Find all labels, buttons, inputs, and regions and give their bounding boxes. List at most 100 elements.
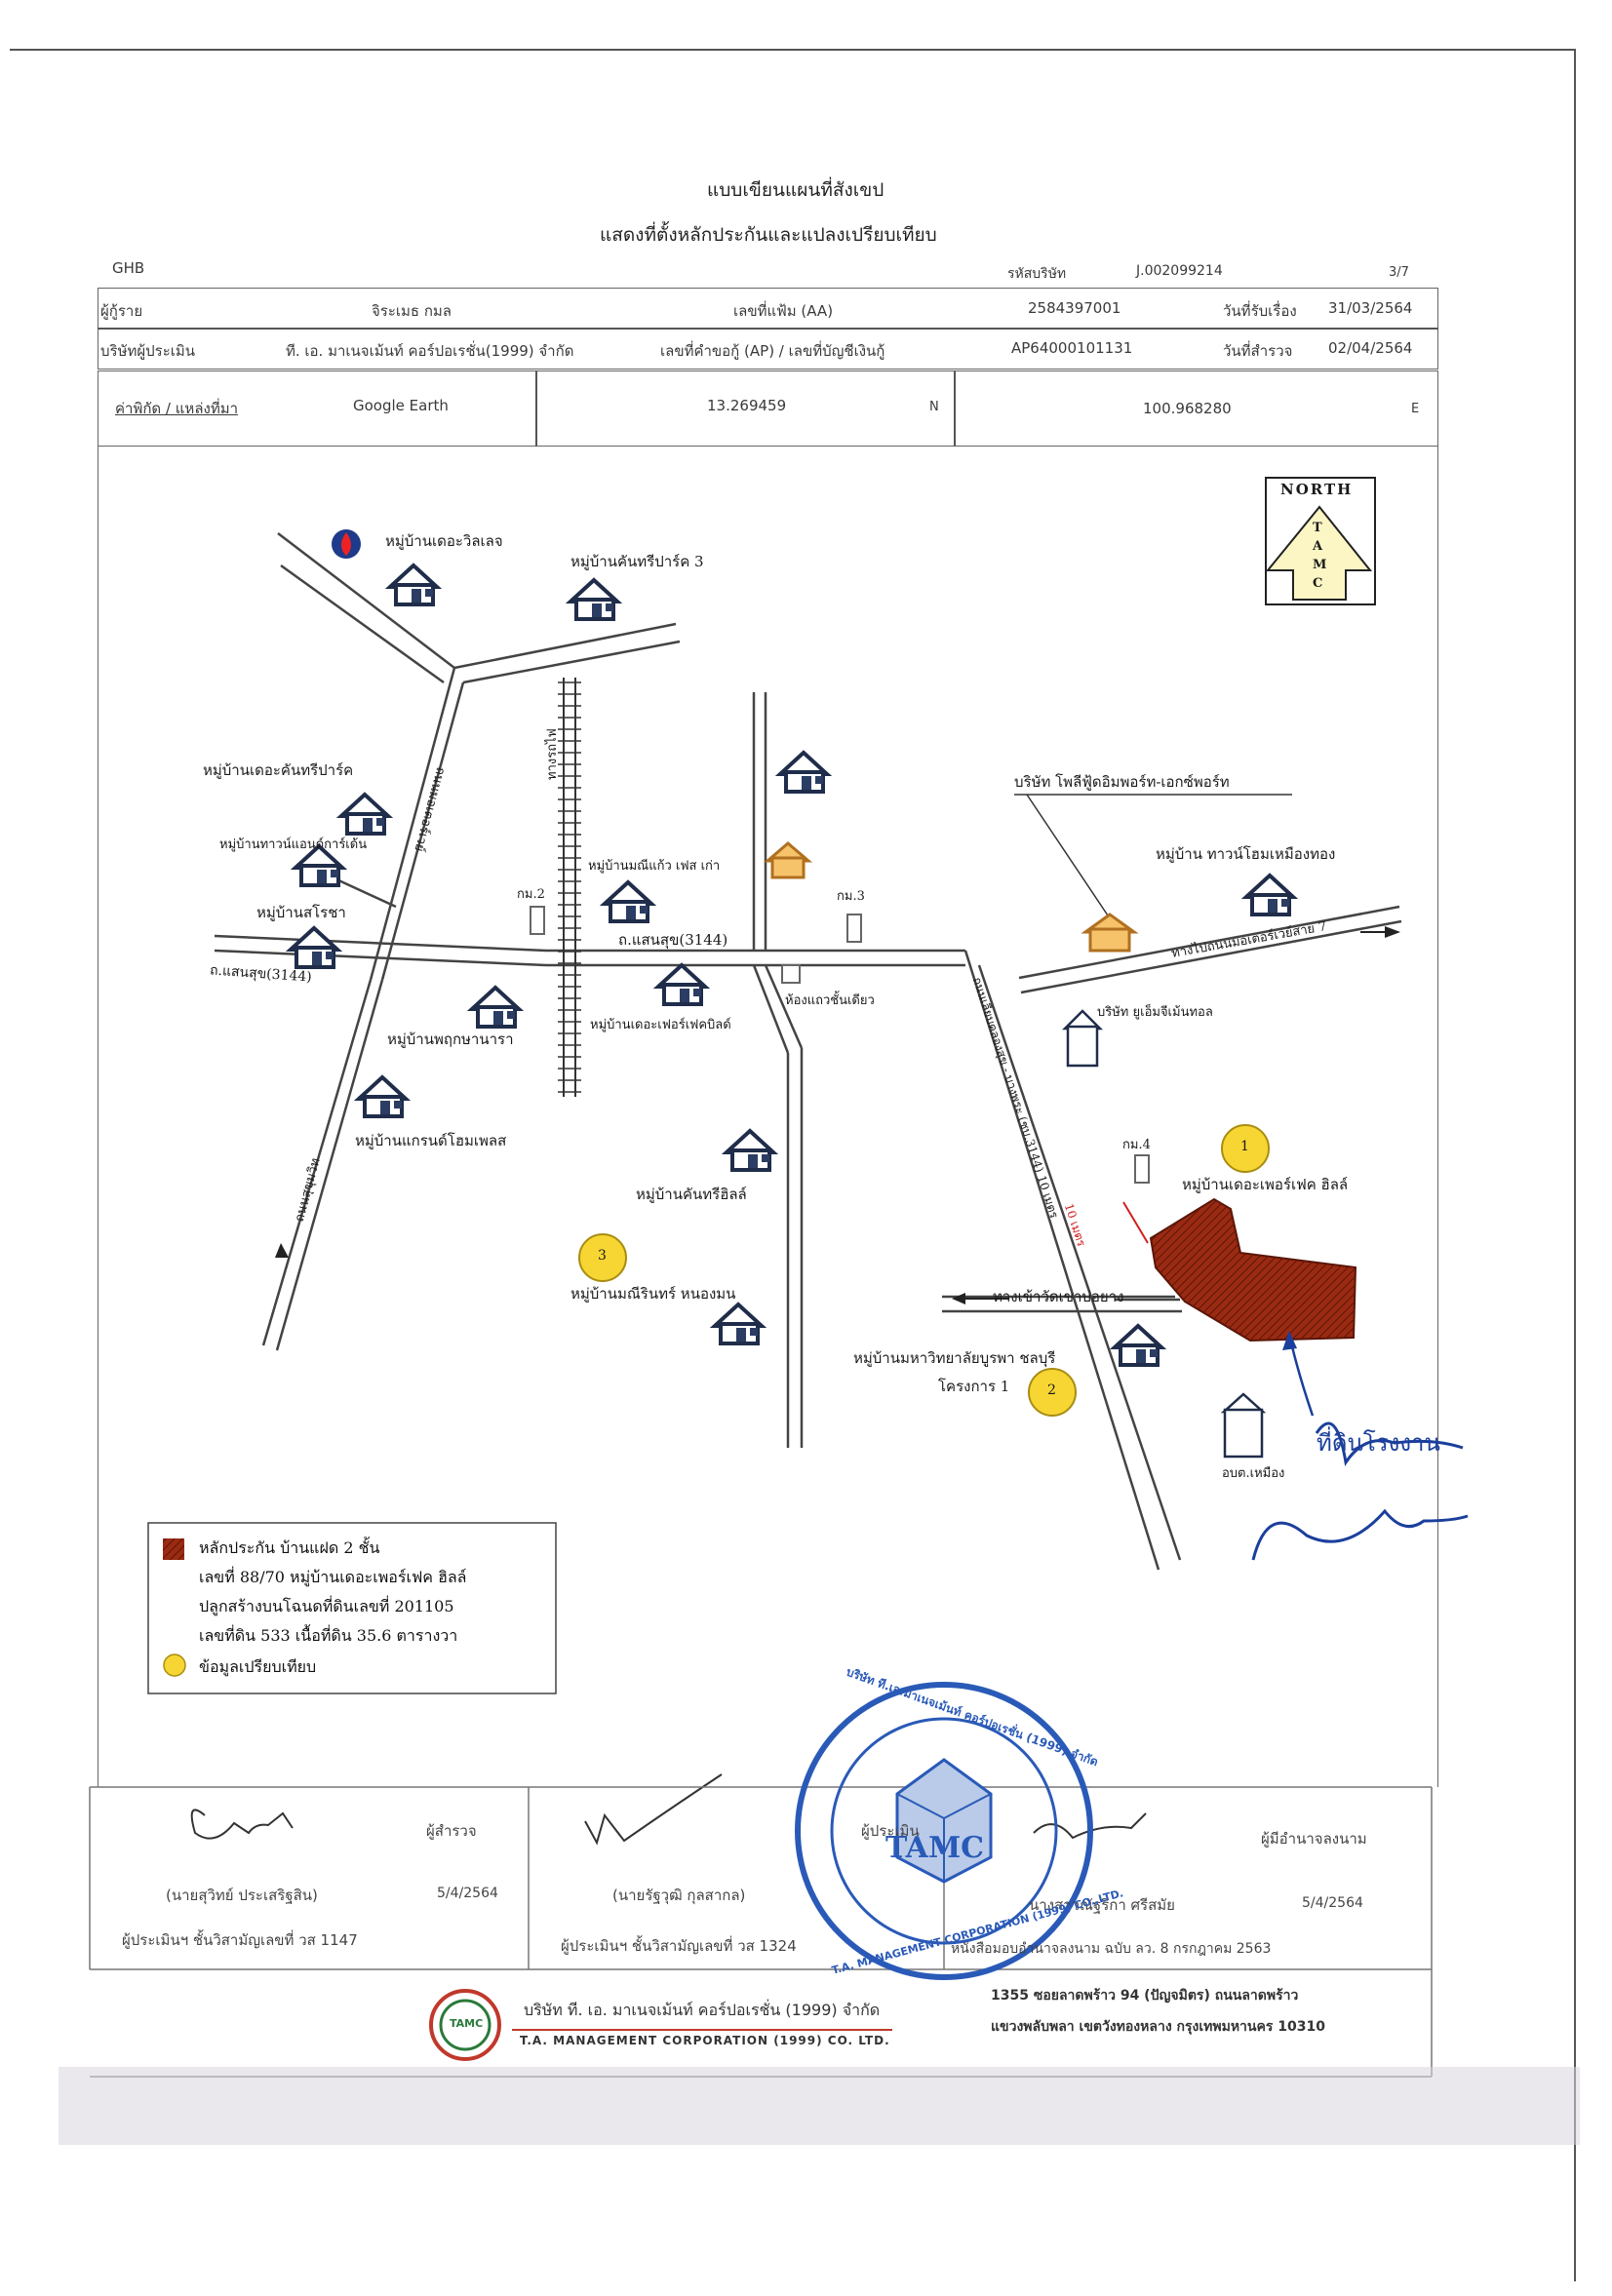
latitude-dir: N bbox=[929, 400, 939, 414]
km2-label: กม.2 bbox=[517, 887, 545, 902]
handwritten-note: ที่ดินโรงงาน bbox=[1317, 1429, 1440, 1457]
footer-address-2: แขวงพลับพลา เขตวังทองหลาง กรุงเทพมหานคร … bbox=[991, 2019, 1325, 2035]
bank-code: GHB bbox=[112, 259, 145, 277]
north-letter-t: T bbox=[1313, 521, 1322, 535]
km4-label: กม.4 bbox=[1122, 1138, 1151, 1152]
surveyor-name: (นายสุวิทย์ ประเสริฐสิน) bbox=[166, 1887, 318, 1904]
marker-2-label: 2 bbox=[1047, 1382, 1056, 1398]
road-label-railway: ทางรถไฟ bbox=[545, 728, 560, 780]
north-letter-m: M bbox=[1313, 558, 1327, 572]
road-top-right-1 bbox=[453, 622, 677, 670]
appraiser-company: ที. เอ. มาเนจเม้นท์ คอร์ปอเรชั่น(1999) จ… bbox=[286, 342, 574, 360]
road-motorway7-2 bbox=[1020, 919, 1402, 994]
road-saensuk-2 bbox=[214, 949, 547, 967]
surveyor-license: ผู้ประเมินฯ ชั้นวิสามัญเลขที่ วส 1147 bbox=[122, 1931, 358, 1949]
company-code: J.002099214 bbox=[1136, 263, 1223, 279]
signature-authorized bbox=[1033, 1812, 1147, 1840]
arrow-motorway7 bbox=[1385, 926, 1400, 938]
road-diag-right-2 bbox=[977, 964, 1182, 1561]
road-sukhumvit-2 bbox=[275, 979, 384, 1351]
arrow-temple bbox=[952, 1293, 965, 1304]
orange-houses bbox=[763, 841, 1139, 953]
marker-3 bbox=[578, 1233, 627, 1282]
road-label-to-temple: ทางเข้าวัดเขาบ่อยาง bbox=[993, 1288, 1124, 1305]
footer-company-en: T.A. MANAGEMENT CORPORATION (1999) CO. L… bbox=[520, 2034, 890, 2047]
footer-company-th: บริษัท ที. เอ. มาเนจเม้นท์ คอร์ปอเรชั่น … bbox=[524, 2001, 881, 2019]
legend-line-3: ปลูกสร้างบนโฉนดที่ดินเลขที่ 201105 bbox=[199, 1597, 454, 1615]
legend-line-1: หลักประกัน บ้านแฝด 2 ชั้น bbox=[199, 1538, 380, 1557]
village-label-town-garden: หมู่บ้านทาวน์แอนด์การ์เด้น bbox=[219, 837, 368, 852]
railway-line bbox=[558, 678, 581, 1097]
file-no: 2584397001 bbox=[1028, 299, 1121, 317]
project-1-label: โครงการ 1 bbox=[938, 1378, 1010, 1395]
village-label-perfect-build: หมู่บ้านเดอะเฟอร์เฟคบิลด์ bbox=[590, 1018, 731, 1032]
borrower-name: จิระเมธ กมล bbox=[372, 302, 452, 320]
authorized-role: ผู้มีอำนาจลงนาม bbox=[1261, 1830, 1367, 1848]
coord-divider-1 bbox=[535, 370, 537, 447]
surveyor-date: 5/4/2564 bbox=[437, 1886, 498, 1901]
header-row-divider bbox=[98, 328, 1438, 330]
village-label-burapha: หมู่บ้านมหาวิทยาลัยบูรพา ชลบุรี bbox=[853, 1349, 1056, 1367]
coord-divider-2 bbox=[954, 370, 956, 447]
scan-smudge bbox=[59, 2067, 1580, 2145]
authorized-name: นางสาวณัฐริกา ศรีสมัย bbox=[1029, 1896, 1175, 1914]
appraiser-company-label: บริษัทผู้ประเมิน bbox=[100, 342, 196, 360]
page-title: แบบเขียนแผนที่สังเขป bbox=[707, 179, 885, 201]
footer-address-1: 1355 ซอยลาดพร้าว 94 (ปัญจมิตร) ถนนลาดพร้… bbox=[991, 1988, 1299, 2004]
ujm-label: บริษัท ยูเอ็มจีเม้นทอล bbox=[1097, 1005, 1213, 1020]
longitude: 100.968280 bbox=[1143, 400, 1232, 417]
road-mid-4 bbox=[764, 964, 804, 1049]
received-date: 31/03/2564 bbox=[1328, 299, 1413, 317]
authorized-date: 5/4/2564 bbox=[1302, 1895, 1363, 1911]
marker-1 bbox=[1221, 1124, 1270, 1173]
legend-line-5: ข้อมูลเปรียบเทียบ bbox=[199, 1657, 317, 1676]
page-number: 3/7 bbox=[1389, 265, 1409, 280]
km-markers bbox=[530, 906, 1150, 1184]
village-label-manee-rin: หมู่บ้านมณีรินทร์ หนองมน bbox=[570, 1285, 736, 1303]
north-label: NORTH bbox=[1280, 481, 1354, 498]
road-saensuk-1 bbox=[214, 934, 547, 953]
signature-blue-2 bbox=[1251, 1508, 1469, 1561]
shophouse-icon bbox=[781, 964, 801, 984]
shophouse-label: ห้องแถวชั้นเดียว bbox=[785, 993, 875, 1008]
legend-line-2: เลขที่ 88/70 หมู่บ้านเดอะเพอร์เฟค ฮิลล์ bbox=[199, 1568, 467, 1586]
poly-food-label: บริษัท โพลีฟู้ดอิมพอร์ท-เอกซ์พอร์ท bbox=[1014, 773, 1230, 791]
road-top-right-2 bbox=[462, 640, 681, 684]
north-letter-a: A bbox=[1313, 539, 1323, 554]
signature-blue-1 bbox=[1315, 1421, 1464, 1466]
road-diag-right-1 bbox=[963, 950, 1160, 1571]
stamp-center-text: TAMC bbox=[885, 1831, 985, 1865]
village-label-the-country-park: หมู่บ้านเดอะคันทรีปาร์ค bbox=[203, 761, 354, 779]
surveyor-role: ผู้สำรวจ bbox=[426, 1822, 477, 1840]
appraiser-name: (นายรัฐวุฒิ กุลสากล) bbox=[612, 1887, 746, 1904]
tall-houses bbox=[1061, 1009, 1267, 1459]
file-no-label: เลขที่แฟ้ม (AA) bbox=[733, 302, 834, 320]
tambon-label: อบต.เหมือง bbox=[1222, 1466, 1285, 1481]
road-sukhumvit-1 bbox=[261, 979, 373, 1346]
legend-compare-icon bbox=[163, 1654, 186, 1677]
signature-surveyor bbox=[190, 1809, 294, 1840]
road-label-saensuk-mid: ถ.แสนสุข(3144) bbox=[618, 931, 728, 949]
village-label-country-park-3: หมู่บ้านคันทรีปาร์ค 3 bbox=[570, 553, 704, 570]
village-label-manee-kaew: หมู่บ้านมณีแก้ว เฟส เก่า bbox=[588, 859, 721, 874]
ap-label: เลขที่คำขอกู้ (AP) / เลขที่บัญชีเงินกู้ bbox=[660, 342, 885, 360]
north-letter-c: C bbox=[1313, 576, 1323, 591]
north-arrow-icon bbox=[1265, 505, 1373, 601]
village-label-pruksa-nara: หมู่บ้านพฤกษานารา bbox=[387, 1031, 514, 1048]
appraiser-role: ผู้ประเมิน bbox=[861, 1822, 920, 1840]
arrow-sukhumvit bbox=[275, 1243, 289, 1258]
coord-source: Google Earth bbox=[353, 397, 449, 414]
footer-logo: TAMC bbox=[450, 2017, 484, 2030]
signature-appraiser bbox=[584, 1773, 723, 1846]
borrower-label: ผู้กู้ราย bbox=[100, 302, 143, 320]
road-left-vertical-2 bbox=[380, 681, 465, 981]
gas-station-icon bbox=[332, 529, 361, 559]
received-date-label: วันที่รับเรื่อง bbox=[1223, 302, 1297, 320]
map-frame bbox=[98, 447, 1438, 1787]
km3-label: กม.3 bbox=[837, 889, 865, 904]
coord-label: ค่าพิกัด / แหล่งที่มา bbox=[115, 400, 239, 417]
coordinate-row bbox=[98, 370, 1438, 447]
road-village-diag-2 bbox=[280, 564, 445, 684]
road-village-diag-1 bbox=[277, 532, 455, 669]
